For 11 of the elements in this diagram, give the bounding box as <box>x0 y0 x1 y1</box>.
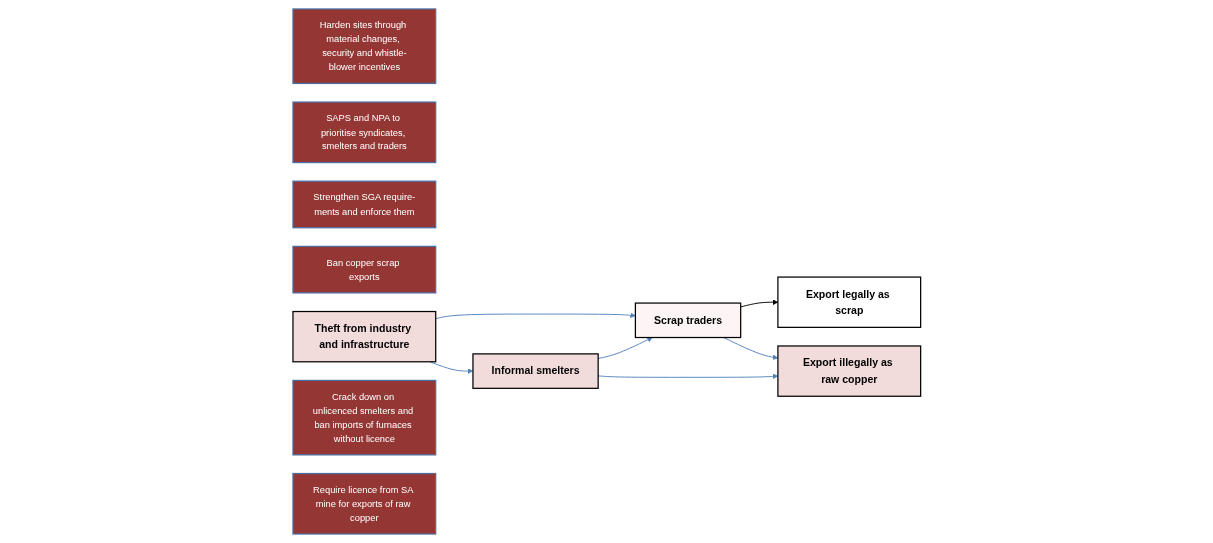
node-box: Harden sites through material changes, security and whistle-blower incentives <box>292 8 436 85</box>
node-box: Require licence from SA mine for exports of raw copper <box>292 472 436 535</box>
node-box: SAPS and NPA to prioritise syndicates, smelters and traders <box>292 101 436 164</box>
node-box: Crack down on unlicenced smelters and ban imports of furnaces without licence <box>292 379 436 456</box>
node-box: Ban copper scrap exports <box>292 245 436 294</box>
node-box: Strengthen SGA require-ments and enforce them <box>292 180 436 229</box>
node-box: Scrap traders <box>634 302 741 339</box>
node-box: Theft from industry and infrastructure <box>292 310 436 363</box>
node-box: Informal smelters <box>472 353 599 389</box>
node-box: Export legally as scrap <box>777 276 921 328</box>
node-box: Export illegally as raw copper <box>777 345 921 397</box>
